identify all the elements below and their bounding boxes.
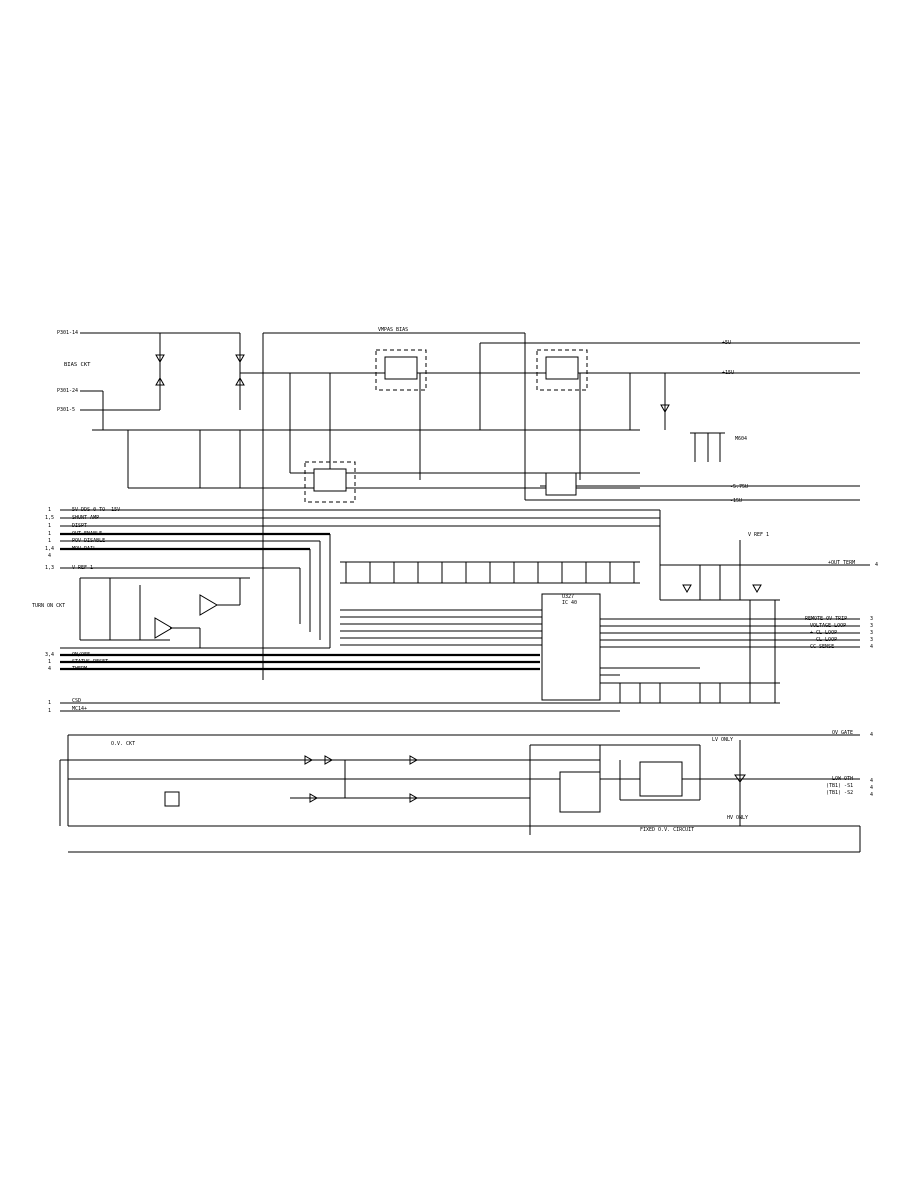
bottom-out-num-2: 4 (870, 785, 873, 791)
csd-label: CSD (72, 698, 81, 704)
rail-plus15: +15U (722, 370, 734, 376)
sig-num-7: 4 (48, 553, 51, 559)
out-num-4: 3 (870, 637, 873, 643)
ic-u302 (545, 356, 579, 380)
bias-ckt-label: BIAS CKT (64, 362, 91, 368)
ic-u303 (313, 468, 347, 492)
rail-minus575: -5.75U (730, 484, 748, 490)
ic-u327 (541, 593, 601, 701)
ic-u327-pins (340, 600, 860, 704)
ps-label-2: P301-24 (57, 388, 78, 394)
regulator-box-2 (536, 349, 588, 391)
sig-left-num-1: 1 (48, 700, 51, 706)
ic-u327-label: U327 (562, 594, 574, 600)
out-term-label: +OUT TERM (828, 560, 855, 566)
sig-5: POV DISABLE (72, 538, 105, 544)
bottom-out-num-3: 4 (870, 792, 873, 798)
out-term-num: 4 (875, 562, 878, 568)
rail-plus5: +5U (722, 340, 731, 346)
sig-num-1: 1 (48, 507, 51, 513)
ic-u327-sub: IC 40 (562, 600, 577, 606)
out-5: CC SENSE (810, 644, 834, 650)
ps-label-3: P301-5 (57, 407, 75, 413)
out-3: + CL LOOP (810, 630, 837, 636)
top-wiring (80, 332, 860, 680)
sig-7: V REF 1 (72, 565, 93, 571)
regulator-box-1 (375, 349, 427, 391)
bottom-out-2: (TB1) -S1 (826, 783, 853, 789)
turn-on-label: TURN ON CKT (32, 603, 65, 609)
out-4: - CL LOOP (810, 637, 837, 643)
sig-num-5: 1 (48, 538, 51, 544)
sig-6: MOV RAIL (72, 546, 96, 552)
hv-only-label: HV ONLY (727, 815, 748, 821)
sig-num-3: 1 (48, 523, 51, 529)
sig-num-6: 1,4 (45, 546, 54, 552)
vref-circuit (660, 540, 870, 601)
ov-gate-label: OV GATE (832, 730, 853, 736)
module-label: M604 (735, 436, 747, 442)
out-num-5: 4 (870, 644, 873, 650)
resistor-network (340, 561, 640, 583)
status-num-1: 3,4 (45, 652, 54, 658)
sig-num-8: 1,3 (45, 565, 54, 571)
sig-4: OVT ENABLE (72, 531, 102, 537)
fixed-ov-label: FIXED O.V. CIRCUIT (640, 827, 694, 833)
status-num-2: 1 (48, 659, 51, 665)
status-lines (60, 653, 620, 712)
sig-3: DISPT (72, 523, 87, 529)
bias-diodes (155, 354, 670, 414)
vmpas-label: VMPAS BIAS (378, 327, 408, 333)
lv-only-label: LV ONLY (712, 737, 733, 743)
sig-2: SHUNT AMP (72, 515, 99, 521)
rail-minus15: -15U (730, 498, 742, 504)
out-num-2: 3 (870, 623, 873, 629)
out-num-3: 3 (870, 630, 873, 636)
turn-on-circuit (60, 577, 330, 649)
ps-label-1: P301-14 (57, 330, 78, 336)
bottom-out-3: (TB1) -S2 (826, 790, 853, 796)
vref-label: V REF 1 (748, 532, 769, 538)
regulator-box-3 (304, 461, 356, 503)
ov-components (164, 755, 746, 813)
vpt-label: MC14+ (72, 706, 87, 712)
sig-left-num-2: 1 (48, 708, 51, 714)
bottom-out-num-1: 4 (870, 778, 873, 784)
ic-u304 (545, 472, 577, 496)
ic-u301 (384, 356, 418, 380)
bus-lines (60, 509, 661, 648)
ov-wiring (59, 734, 861, 853)
sig-1: 5V DDS 0 TO -15V (72, 507, 120, 513)
sig-num-2: 1,5 (45, 515, 54, 521)
out-1: REMOTE OV TRIP (805, 616, 847, 622)
status-num-3: 4 (48, 666, 51, 672)
out-2: VOLTAGE LOOP (810, 623, 846, 629)
sig-num-4: 1 (48, 531, 51, 537)
ov-ckt-label: O.V. CKT (111, 741, 135, 747)
ov-gate-num: 4 (870, 732, 873, 738)
out-num-1: 3 (870, 616, 873, 622)
